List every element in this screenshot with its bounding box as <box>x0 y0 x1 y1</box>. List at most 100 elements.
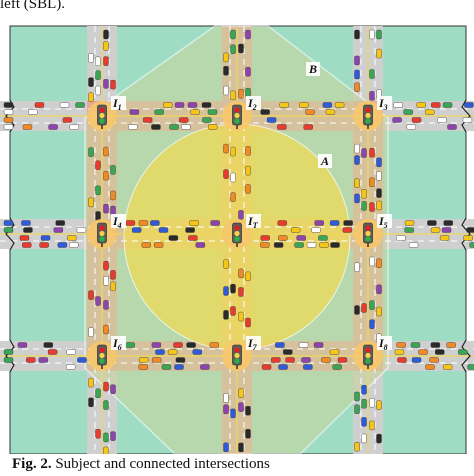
signal-red-lamp <box>365 347 371 353</box>
car-icon <box>110 270 116 280</box>
car-icon <box>88 290 94 300</box>
car-icon <box>167 349 178 355</box>
car-icon <box>28 109 38 115</box>
car-icon <box>464 102 474 108</box>
signal-red-lamp <box>365 107 371 113</box>
car-icon <box>429 357 439 363</box>
car-icon <box>230 29 236 40</box>
car-icon <box>155 349 165 355</box>
car-icon <box>245 146 251 156</box>
car-icon <box>411 357 422 363</box>
signal-amber-lamp <box>99 112 105 119</box>
car-icon <box>223 169 229 179</box>
car-icon <box>138 364 148 370</box>
car-icon <box>245 406 251 416</box>
car-icon <box>174 364 184 370</box>
car-icon <box>376 171 382 181</box>
car-icon <box>103 203 109 214</box>
intersection-label-subscript: 7 <box>253 343 258 352</box>
car-icon <box>3 220 14 226</box>
car-icon <box>154 109 164 115</box>
car-icon <box>376 157 382 168</box>
car-icon <box>376 188 382 198</box>
car-icon <box>103 29 109 40</box>
car-icon <box>441 227 452 233</box>
intersection-i6 <box>87 341 117 371</box>
car-icon <box>207 109 218 115</box>
car-icon <box>369 202 375 212</box>
car-icon <box>245 29 251 40</box>
car-icon <box>354 69 360 80</box>
signal-green-lamp <box>99 118 105 124</box>
car-icon <box>273 242 284 248</box>
car-icon <box>435 349 445 355</box>
car-icon <box>151 357 162 363</box>
signal-amber-lamp <box>365 230 371 237</box>
car-icon <box>430 227 441 233</box>
car-icon <box>279 102 289 108</box>
car-icon <box>369 177 375 187</box>
car-icon <box>88 147 94 157</box>
car-icon <box>260 109 270 115</box>
car-icon <box>446 342 456 348</box>
car-icon <box>103 432 109 443</box>
car-icon <box>437 117 447 123</box>
signal-red-lamp <box>234 107 240 113</box>
car-icon <box>439 235 450 241</box>
car-icon <box>142 117 153 123</box>
car-icon <box>22 124 33 130</box>
car-icon <box>95 85 101 96</box>
car-icon <box>337 357 348 363</box>
car-icon <box>34 102 45 108</box>
car-icon <box>26 357 36 363</box>
car-icon <box>462 117 473 123</box>
intersection-label-i6: I6 <box>112 336 122 352</box>
car-icon <box>376 258 382 268</box>
car-icon <box>376 200 382 211</box>
car-icon <box>245 165 251 176</box>
car-icon <box>245 429 251 439</box>
car-icon <box>95 388 101 398</box>
car-icon <box>151 124 161 130</box>
car-icon <box>361 189 367 199</box>
figure-caption-prefix: Fig. 2. <box>12 456 52 472</box>
car-icon <box>103 381 109 392</box>
car-icon <box>103 276 109 286</box>
intersection-label-bg <box>377 214 392 228</box>
car-icon <box>361 417 367 427</box>
car-icon <box>290 227 301 233</box>
car-icon <box>62 117 73 123</box>
car-icon <box>361 303 367 313</box>
car-icon <box>238 287 244 297</box>
intersection-label-subscript: T <box>253 221 259 230</box>
car-icon <box>245 67 251 77</box>
car-icon <box>3 357 14 363</box>
car-icon <box>245 271 251 282</box>
car-icon <box>95 296 101 306</box>
car-icon <box>354 441 360 452</box>
car-icon <box>88 197 94 208</box>
signal-amber-lamp <box>365 352 371 359</box>
car-icon <box>369 256 375 267</box>
car-icon <box>66 349 76 355</box>
car-icon <box>3 102 14 108</box>
car-icon <box>329 220 340 226</box>
car-icon <box>23 227 33 233</box>
car-icon <box>404 227 414 233</box>
signal-red-lamp <box>234 347 240 353</box>
signal-amber-lamp <box>234 112 240 119</box>
car-icon <box>17 342 28 348</box>
car-icon <box>408 242 419 248</box>
car-icon <box>467 364 474 370</box>
car-icon <box>181 124 191 130</box>
car-icon <box>369 148 375 158</box>
car-icon <box>179 117 189 123</box>
intersection-i2 <box>222 101 252 131</box>
signal-green-lamp <box>365 236 371 242</box>
car-icon <box>343 220 353 226</box>
car-icon <box>158 227 169 233</box>
car-icon <box>430 342 441 348</box>
intersection-i1 <box>87 101 117 131</box>
car-icon <box>463 235 473 241</box>
